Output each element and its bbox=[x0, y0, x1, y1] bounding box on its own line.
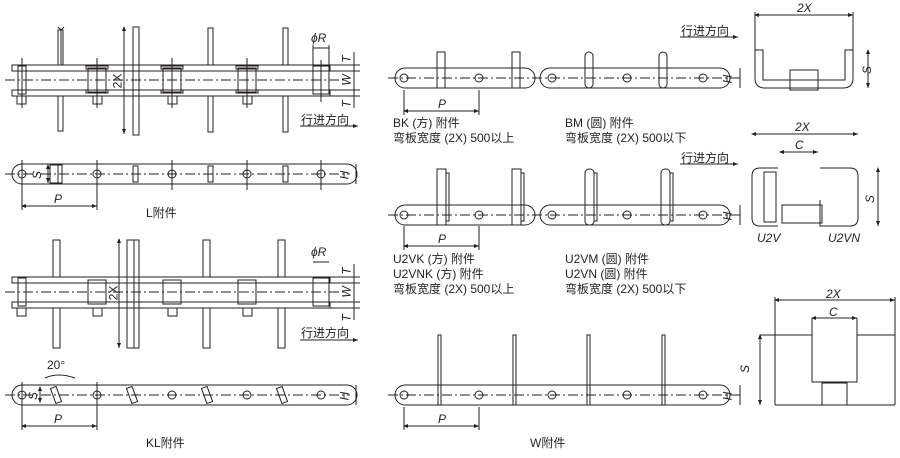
caption-bk-line2: 弯板宽度 (2X) 500以上 bbox=[393, 131, 515, 145]
dim-s-u2v-section: S bbox=[863, 194, 878, 204]
dim-c-w-section: C bbox=[829, 305, 838, 319]
dim-h-u2v: H bbox=[720, 211, 735, 221]
caption-kl-attachment: KL附件 bbox=[146, 436, 185, 450]
label-u2v-section: U2V bbox=[757, 231, 781, 245]
dim-p-bk: P bbox=[438, 97, 447, 111]
label-u2vn-section: U2VN bbox=[828, 231, 861, 245]
dim-phi-r-kl: ϕR bbox=[311, 245, 327, 259]
u2v-cross-section bbox=[751, 132, 880, 227]
dim-t-bottom-kl: T bbox=[339, 314, 354, 322]
kl-attachment-top-view bbox=[5, 238, 360, 349]
dim-w: W bbox=[339, 74, 354, 86]
dim-phi-r: ϕR bbox=[311, 31, 327, 45]
dim-2x-u2v-section: 2X bbox=[795, 120, 810, 134]
caption-bk-line1: BK (方) 附件 bbox=[393, 116, 460, 130]
direction-label-bk: 行进方向 bbox=[681, 24, 730, 38]
bk-bm-side-view bbox=[388, 35, 741, 115]
caption-bm-line2: 弯板宽度 (2X) 500以下 bbox=[565, 131, 687, 145]
caption-u2vk: U2VK (方) 附件 bbox=[393, 252, 476, 266]
bk-bm-cross-section bbox=[754, 12, 870, 91]
dim-2x-kl: 2X bbox=[106, 285, 121, 301]
dim-angle-20: 20° bbox=[47, 358, 66, 372]
dim-p-w: P bbox=[438, 412, 447, 426]
w-cross-section bbox=[758, 297, 896, 406]
caption-l-attachment: L附件 bbox=[146, 206, 177, 220]
dim-s-w-section: S bbox=[738, 364, 753, 374]
dim-p-u2v: P bbox=[438, 232, 447, 246]
caption-u2v-right-width: 弯板宽度 (2X) 500以下 bbox=[565, 282, 687, 296]
dim-p-kl: P bbox=[54, 412, 63, 426]
dim-s-bk-section: S bbox=[860, 65, 875, 75]
caption-u2vm: U2VM (圆) 附件 bbox=[565, 252, 650, 266]
caption-u2v-left-width: 弯板宽度 (2X) 500以上 bbox=[393, 282, 515, 296]
dim-h-kl: H bbox=[337, 391, 352, 401]
direction-label-u2v: 行进方向 bbox=[681, 151, 730, 165]
dim-h-bk: H bbox=[720, 74, 735, 84]
caption-bm-line1: BM (圆) 附件 bbox=[565, 116, 634, 130]
dim-h-w: H bbox=[720, 391, 735, 401]
dim-h-l: H bbox=[337, 170, 352, 180]
l-attachment-top-view bbox=[5, 26, 360, 136]
caption-u2vnk: U2VNK (方) 附件 bbox=[393, 267, 484, 281]
dim-2x-bk-section: 2X bbox=[797, 1, 812, 15]
caption-u2vn: U2VN (圆) 附件 bbox=[565, 267, 648, 281]
w-attachment-side-view bbox=[388, 334, 741, 430]
dim-p-l: P bbox=[54, 192, 63, 206]
dim-t-top-kl: T bbox=[339, 267, 354, 275]
direction-label-l: 行进方向 bbox=[301, 113, 350, 127]
dim-2x: 2X bbox=[110, 73, 125, 89]
kl-attachment-side-view bbox=[5, 374, 358, 430]
dim-w-kl: W bbox=[339, 286, 354, 298]
l-attachment-side-view bbox=[5, 160, 358, 210]
dim-t-bottom: T bbox=[339, 100, 354, 108]
dim-s-l: S bbox=[30, 170, 45, 180]
dim-2x-w-section: 2X bbox=[826, 287, 841, 301]
direction-label-kl: 行进方向 bbox=[301, 326, 350, 340]
dim-s-kl: S bbox=[26, 391, 41, 401]
caption-w-attachment: W附件 bbox=[530, 436, 566, 450]
dim-t-top: T bbox=[339, 55, 354, 63]
dim-c-u2v-section: C bbox=[795, 138, 804, 152]
u2v-side-view bbox=[388, 162, 741, 250]
